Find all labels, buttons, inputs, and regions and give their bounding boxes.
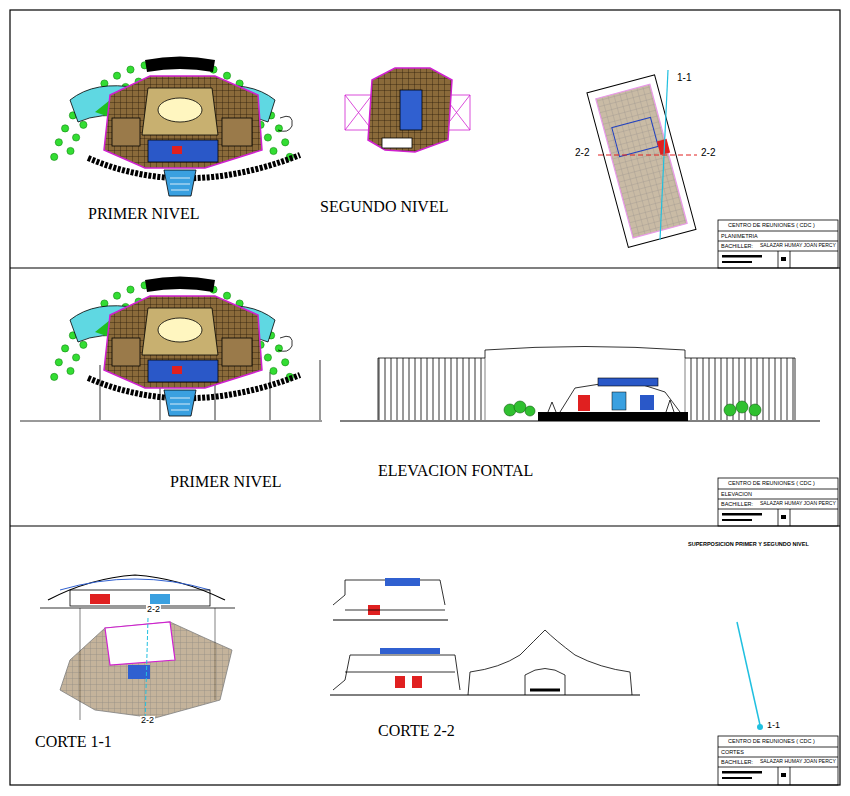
title-block-cell: ELEVACION xyxy=(721,491,752,497)
title-block-cell: BACHILLER: xyxy=(721,759,753,765)
second-level-plan xyxy=(345,68,470,152)
title-block-cell: PLANIMETRIA xyxy=(721,233,758,239)
section-mark: 1-1 xyxy=(766,721,781,731)
section-2-2 xyxy=(330,578,640,695)
title-block-cell: BACHILLER: xyxy=(721,501,753,507)
title-block-cell: CENTRO DE REUNIONES ( CDC ) xyxy=(728,480,815,486)
view-title: CORTE 2-2 xyxy=(378,722,455,740)
section-1-1 xyxy=(40,575,235,725)
title-block-cell: CENTRO DE REUNIONES ( CDC ) xyxy=(728,222,815,228)
view-title: CORTE 1-1 xyxy=(35,733,112,751)
sheet-note: SUPERPOSICION PRIMER Y SEGUNDO NIVEL xyxy=(688,541,809,547)
title-block-cell: BACHILLER: xyxy=(721,243,753,249)
view-title: PRIMER NIVEL xyxy=(88,205,200,223)
section-mark: 1-1 xyxy=(676,72,692,83)
title-block-cell: CORTES xyxy=(721,749,744,755)
title-block-cell: SALAZAR HUMAY JOAN PERCY xyxy=(760,243,836,249)
section-mark: 2-2 xyxy=(574,147,590,158)
rotated-plan xyxy=(587,75,696,248)
front-elevation xyxy=(340,347,820,422)
section-mark: 2-2 xyxy=(140,716,155,726)
title-block-cell: SALAZAR HUMAY JOAN PERCY xyxy=(760,759,836,765)
view-title: ELEVACION FONTAL xyxy=(378,462,533,480)
section-mark: 2-2 xyxy=(700,147,716,158)
section-mark: 2-2 xyxy=(146,605,161,615)
title-block-cell: CENTRO DE REUNIONES ( CDC ) xyxy=(728,738,815,744)
view-title: PRIMER NIVEL xyxy=(170,473,282,491)
title-block-cell: SALAZAR HUMAY JOAN PERCY xyxy=(760,501,836,507)
view-title: SEGUNDO NIVEL xyxy=(320,198,448,216)
